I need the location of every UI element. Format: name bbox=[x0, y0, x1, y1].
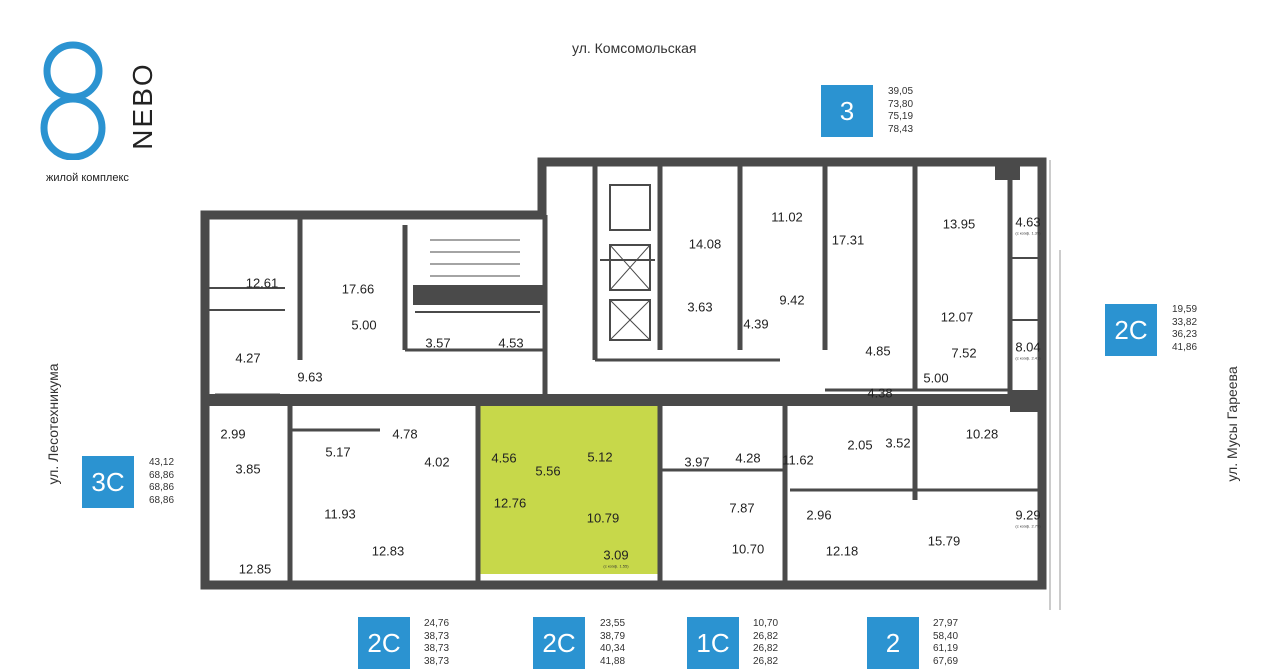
room-area: 9.29 bbox=[1015, 507, 1041, 523]
room-area: 2.05 bbox=[847, 437, 873, 453]
room-area: 4.39 bbox=[743, 316, 769, 332]
logo-brand: NEBO bbox=[127, 62, 158, 150]
room-area: 4.38 bbox=[867, 385, 893, 401]
room-area: 4.28 bbox=[735, 450, 761, 466]
room-area: 10.28 bbox=[965, 426, 999, 442]
room-area: 3.57 bbox=[425, 335, 451, 351]
room-area: 5.00 bbox=[351, 317, 377, 333]
room-area: 5.00 bbox=[923, 370, 949, 386]
room-area: 4.63 bbox=[1015, 214, 1041, 230]
apartment-type-badge: 2С bbox=[1105, 304, 1157, 356]
room-area: 3.09 bbox=[603, 547, 629, 563]
street-top: ул. Комсомольская bbox=[572, 40, 697, 56]
balcony-coef: (с коэф. 2.41) bbox=[1015, 355, 1041, 361]
room-area: 17.31 bbox=[831, 232, 865, 248]
room-area: 11.62 bbox=[782, 452, 814, 468]
room-area: 8.04 bbox=[1015, 339, 1041, 355]
room-area: 3.85 bbox=[235, 461, 261, 477]
room-area: 3.63 bbox=[687, 299, 713, 315]
room-area: 12.76 bbox=[493, 495, 527, 511]
room-area: 5.17 bbox=[325, 444, 351, 460]
logo: NEBO жилой комплекс bbox=[40, 40, 160, 184]
room-area: 9.42 bbox=[779, 292, 805, 308]
room-area: 4.27 bbox=[235, 350, 261, 366]
street-left: ул. Лесотехникума bbox=[45, 363, 61, 485]
room-area: 13.95 bbox=[942, 216, 976, 232]
balcony-coef: (с коэф. 1.39) bbox=[1015, 230, 1041, 236]
room-area: 12.85 bbox=[238, 561, 272, 577]
room-area: 5.56 bbox=[535, 463, 561, 479]
room-area: 15.79 bbox=[927, 533, 961, 549]
room-area: 14.08 bbox=[688, 236, 722, 252]
room-area: 12.07 bbox=[940, 309, 974, 325]
apartment-type-badge: 2 bbox=[867, 617, 919, 669]
apartment-type-badge: 3 bbox=[821, 85, 873, 137]
room-area: 4.56 bbox=[491, 450, 517, 466]
highlighted-apartment bbox=[478, 402, 660, 574]
room-area: 12.83 bbox=[371, 543, 405, 559]
logo-subtitle: жилой комплекс bbox=[46, 172, 129, 184]
room-area: 4.02 bbox=[424, 454, 450, 470]
room-area: 5.12 bbox=[587, 449, 613, 465]
room-area: 7.52 bbox=[951, 345, 977, 361]
room-area: 4.53 bbox=[498, 335, 524, 351]
room-area: 3.97 bbox=[684, 454, 710, 470]
apartment-type-badge: 2С bbox=[533, 617, 585, 669]
room-area: 2.99 bbox=[220, 426, 246, 442]
street-right: ул. Мусы Гареева bbox=[1224, 366, 1240, 482]
room-area: 11.93 bbox=[324, 506, 356, 522]
room-area: 11.02 bbox=[771, 209, 803, 225]
apartment-type-badge: 1С bbox=[687, 617, 739, 669]
room-area: 10.79 bbox=[586, 510, 620, 526]
room-area: 4.78 bbox=[392, 426, 418, 442]
balcony-coef: (с коэф. 2.79) bbox=[1015, 523, 1041, 529]
room-area: 2.96 bbox=[806, 507, 832, 523]
room-area: 17.66 bbox=[341, 281, 375, 297]
room-area: 10.70 bbox=[731, 541, 765, 557]
room-area: 4.85 bbox=[865, 343, 891, 359]
room-area: 12.61 bbox=[245, 275, 279, 291]
balcony-coef: (с коэф. 1.55) bbox=[603, 563, 629, 569]
room-area: 12.18 bbox=[825, 543, 859, 559]
apartment-type-badge: 3С bbox=[82, 456, 134, 508]
room-area: 9.63 bbox=[297, 369, 323, 385]
room-area: 3.52 bbox=[885, 435, 911, 451]
apartment-type-badge: 2С bbox=[358, 617, 410, 669]
logo-eight-icon bbox=[40, 41, 106, 160]
room-area: 7.87 bbox=[729, 500, 755, 516]
